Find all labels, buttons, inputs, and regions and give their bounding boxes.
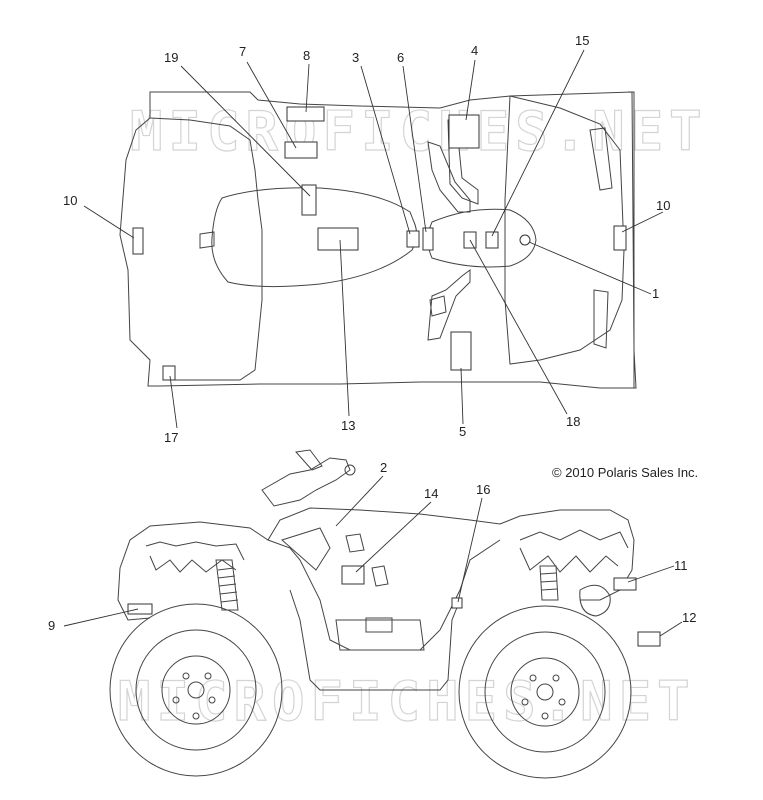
decal-4 <box>448 114 480 149</box>
decal-5 <box>450 331 472 371</box>
callout-3: 3 <box>352 50 359 65</box>
decal-19 <box>301 184 317 216</box>
callout-6: 6 <box>397 50 404 65</box>
decal-8 <box>286 106 325 122</box>
decal-13 <box>317 227 359 251</box>
callout-17: 17 <box>164 430 178 445</box>
callout-15: 15 <box>575 33 589 48</box>
callout-7: 7 <box>239 44 246 59</box>
callout-19: 19 <box>164 50 178 65</box>
decal-10-front <box>613 225 627 251</box>
callout-9: 9 <box>48 618 55 633</box>
decal-11 <box>613 577 637 591</box>
callout-14: 14 <box>424 486 438 501</box>
decal-17 <box>162 365 176 381</box>
callout-5: 5 <box>459 424 466 439</box>
callout-12: 12 <box>682 610 696 625</box>
callout-4: 4 <box>471 43 478 58</box>
leader-lines <box>63 49 683 637</box>
callout-16: 16 <box>476 482 490 497</box>
decal-15 <box>485 231 499 249</box>
callout-2: 2 <box>380 460 387 475</box>
decal-6 <box>422 227 434 251</box>
decal-12 <box>637 631 661 647</box>
callout-18: 18 <box>566 414 580 429</box>
callout-8: 8 <box>303 48 310 63</box>
callout-1: 1 <box>652 286 659 301</box>
callout-labels: 19 7 8 3 6 4 15 10 10 1 13 5 18 17 2 14 … <box>48 33 696 633</box>
decal-9 <box>127 603 153 615</box>
watermark-top: MICROFICHES.NET <box>130 100 708 163</box>
decal-10-rear <box>132 227 144 255</box>
decal-14 <box>341 565 365 585</box>
callout-13: 13 <box>341 418 355 433</box>
atv-top-view <box>119 91 637 389</box>
decal-16 <box>451 597 463 609</box>
decal-3 <box>406 230 420 248</box>
callout-10-front: 10 <box>656 198 670 213</box>
callout-10-rear: 10 <box>63 193 77 208</box>
decal-7 <box>284 141 318 159</box>
copyright-notice: © 2010 Polaris Sales Inc. <box>552 465 698 480</box>
decal-1 <box>519 234 531 246</box>
watermark-bottom: MICROFICHES.NET <box>118 670 696 733</box>
atv-side-view <box>109 449 661 779</box>
callout-11: 11 <box>674 558 688 573</box>
